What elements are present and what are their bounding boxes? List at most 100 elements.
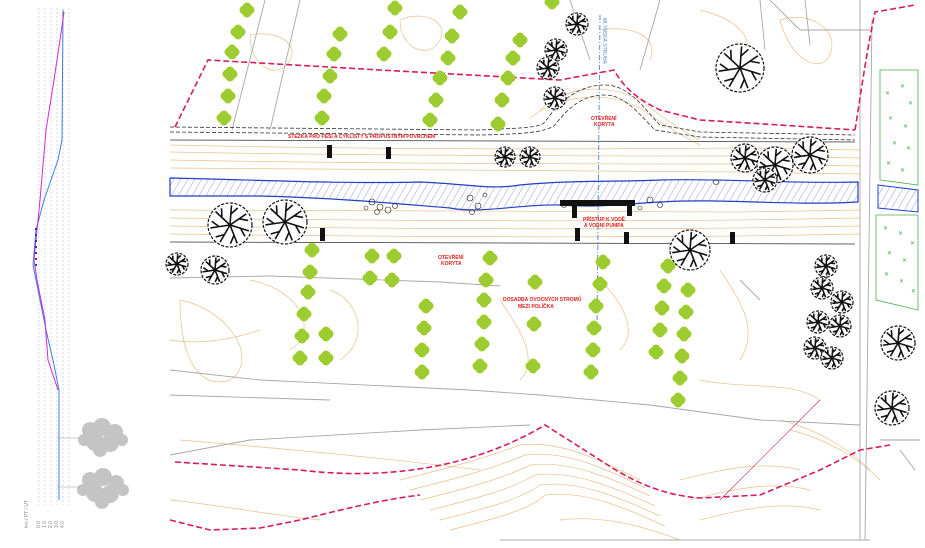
path-label: STEZKA PRO PĚŠÍ A CYKLISTY S PROPUSTNÝM … bbox=[288, 132, 435, 140]
fruit-tree-icon bbox=[318, 350, 334, 366]
stones bbox=[363, 179, 719, 215]
water-pump-platform bbox=[560, 200, 635, 206]
fruit-tree-icon bbox=[500, 70, 516, 86]
channel-label-top: KORYTA bbox=[594, 122, 615, 128]
profile-tree-icon bbox=[77, 468, 129, 509]
fruit-tree-icon bbox=[292, 350, 308, 366]
fruit-tree-icon bbox=[588, 298, 604, 314]
fruit-tree-icon bbox=[316, 88, 332, 104]
svg-text:✕: ✕ bbox=[887, 250, 892, 257]
fruit-tree-icon bbox=[482, 250, 498, 266]
fruit-tree-icon bbox=[544, 0, 560, 10]
fruit-tree-icon bbox=[527, 274, 543, 290]
deciduous-tree-icon bbox=[207, 202, 253, 248]
fruit-tree-icon bbox=[314, 110, 330, 126]
meadow-area: ✕✕✕ ✕✕✕ ✕✕✕ ✕✕✕ ✕✕✕ ✕✕ bbox=[875, 69, 919, 311]
fruit-tree-icon bbox=[440, 50, 456, 66]
fruit-tree-icon bbox=[490, 116, 506, 132]
fruit-tree-icon bbox=[332, 26, 348, 42]
fruit-tree-icon bbox=[239, 2, 255, 18]
bench-icon bbox=[624, 232, 629, 244]
stream-label: MLÝNSKÁ STRUHA bbox=[601, 18, 608, 65]
water-access-label: PŘÍSTUP K VODĚ bbox=[583, 215, 626, 223]
fruit-tree-icon bbox=[432, 70, 448, 86]
fruit-tree-icon bbox=[670, 392, 686, 408]
fruit-tree-icon bbox=[476, 314, 492, 330]
deciduous-tree-icon bbox=[752, 167, 778, 193]
bench-icon bbox=[575, 228, 580, 241]
deciduous-tree-icon bbox=[544, 38, 568, 62]
svg-text:✕: ✕ bbox=[906, 145, 911, 152]
deciduous-tree-icon bbox=[715, 43, 765, 93]
deciduous-tree-icon bbox=[536, 56, 560, 80]
deciduous-tree-icon bbox=[830, 290, 854, 314]
map-area: MLÝNSKÁ STRUHA ✕✕✕ ✕✕✕ ✕✕✕ ✕✕✕ ✕✕✕ ✕✕ bbox=[165, 0, 920, 541]
fruit-tree-icon bbox=[386, 248, 402, 264]
fruit-tree-icon bbox=[382, 24, 398, 40]
deciduous-tree-icon bbox=[669, 229, 711, 271]
parcel-lines bbox=[169, 0, 920, 541]
fruit-tree-icon bbox=[526, 316, 542, 332]
fruit-tree-icon bbox=[512, 32, 528, 48]
deciduous-tree-icon bbox=[262, 199, 308, 245]
fruit-tree-icon bbox=[592, 276, 608, 292]
water-access-label: A VODNÍ PUMPA bbox=[584, 221, 624, 229]
fruit-tree-icon bbox=[300, 284, 316, 300]
fruit-tree-icon bbox=[304, 242, 320, 258]
contour-lines bbox=[169, 9, 881, 541]
fruit-tree-icon bbox=[416, 320, 432, 336]
fruit-tree-icon bbox=[478, 272, 494, 288]
fruit-trees bbox=[216, 0, 696, 408]
deciduous-tree-icon bbox=[828, 314, 852, 338]
channel-label-bottom: KORYTA bbox=[441, 261, 462, 267]
deciduous-tree-icon bbox=[791, 136, 829, 174]
fruit-tree-icon bbox=[676, 326, 692, 342]
svg-text:✕: ✕ bbox=[911, 288, 916, 295]
fruit-tree-icon bbox=[302, 264, 318, 280]
profile-line-magenta bbox=[33, 11, 65, 391]
fruit-tree-icon bbox=[674, 348, 690, 364]
fruit-tree-icon bbox=[586, 320, 602, 336]
fruit-tree-icon bbox=[585, 342, 601, 358]
deciduous-tree-icon bbox=[874, 390, 910, 426]
svg-text:✕: ✕ bbox=[908, 100, 913, 107]
deciduous-tree-icon bbox=[806, 310, 830, 334]
fruit-tree-icon bbox=[474, 336, 490, 352]
fruit-tree-icon bbox=[216, 110, 232, 126]
channel-label-bottom: OTEVŘENÍ bbox=[438, 253, 464, 261]
profile-line-blue bbox=[32, 9, 64, 500]
fruit-tree-icon bbox=[505, 50, 521, 66]
deciduous-tree-icon bbox=[200, 255, 230, 285]
stream-east bbox=[877, 184, 919, 213]
deciduous-tree-icon bbox=[810, 276, 834, 300]
fruit-tree-icon bbox=[672, 370, 688, 386]
deciduous-trees bbox=[165, 12, 916, 426]
profile-tree-icon bbox=[78, 418, 128, 457]
fruit-tree-icon bbox=[472, 358, 488, 374]
deciduous-tree-icon bbox=[820, 346, 844, 370]
fruit-tree-icon bbox=[525, 358, 541, 374]
fruit-tree-icon bbox=[322, 68, 338, 84]
fruit-tree-icon bbox=[595, 254, 611, 270]
deciduous-tree-icon bbox=[519, 146, 541, 168]
svg-text:✕: ✕ bbox=[903, 123, 908, 130]
fruit-tree-icon bbox=[220, 88, 236, 104]
fruit-tree-icon bbox=[648, 344, 664, 360]
fruit-tree-icon bbox=[222, 66, 238, 82]
fruit-tree-icon bbox=[387, 0, 403, 16]
fruit-tree-icon bbox=[494, 92, 510, 108]
svg-text:✕: ✕ bbox=[888, 115, 893, 122]
fruit-tree-icon bbox=[660, 258, 676, 274]
fruit-tree-icon bbox=[444, 28, 460, 44]
deciduous-tree-icon bbox=[543, 86, 567, 110]
fruit-tree-icon bbox=[362, 270, 378, 286]
fruit-tree-icon bbox=[656, 278, 672, 294]
fruit-tree-icon bbox=[654, 300, 670, 316]
fruit-tree-icon bbox=[224, 44, 240, 60]
fruit-tree-icon bbox=[583, 364, 599, 380]
fruit-tree-icon bbox=[296, 306, 312, 322]
deciduous-tree-icon bbox=[565, 12, 589, 36]
benches bbox=[320, 145, 735, 244]
fruit-tree-icon bbox=[414, 342, 430, 358]
